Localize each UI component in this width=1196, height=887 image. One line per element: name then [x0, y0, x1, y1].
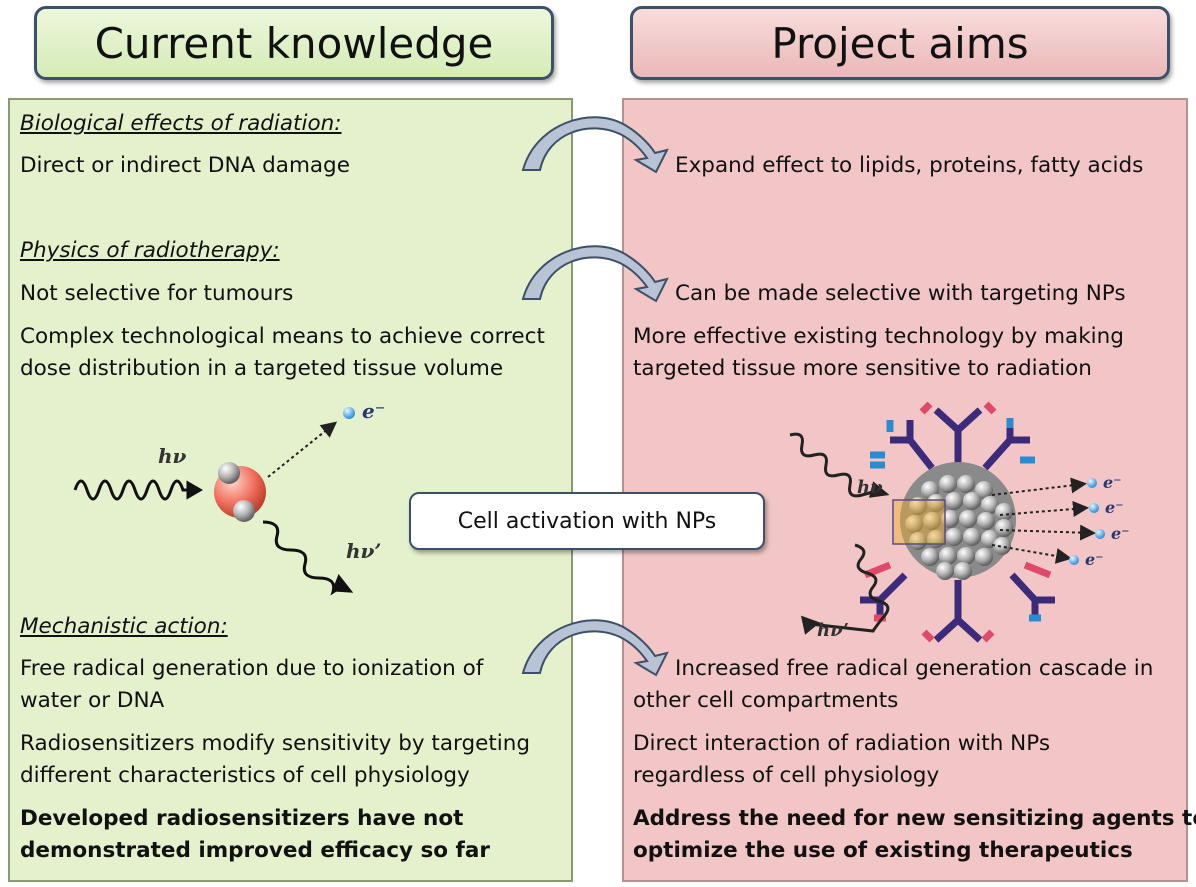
right-conclusion-b: optimize the use of existing therapeutic…: [633, 838, 1133, 863]
photon-label: hν: [158, 444, 187, 468]
electron-icon: [343, 407, 355, 419]
mech-text-2a: Radiosensitizers modify sensitivity by t…: [20, 731, 531, 756]
current-knowledge-panel: [8, 98, 573, 882]
aim-4a: Increased free radical generation cascad…: [675, 656, 1154, 681]
electron-label: e⁻: [1103, 473, 1122, 492]
mech-text-1b: water or DNA: [20, 688, 165, 713]
aim-3a: More effective existing technology by ma…: [633, 324, 1124, 349]
right-conclusion-a: Address the need for new sensitizing age…: [633, 806, 1196, 831]
electron-label: e⁻: [1105, 498, 1124, 517]
project-aims-header: Project aims: [630, 6, 1170, 80]
electron-label: e⁻: [362, 399, 385, 423]
scattered-photon-icon: [800, 543, 890, 635]
mech-text-2b: different characteristics of cell physio…: [20, 763, 470, 788]
emitted-electrons-icon: [991, 477, 1096, 564]
electron-path-icon: [267, 421, 338, 478]
incoming-photon-icon: [789, 432, 890, 498]
cell-activation-label-box: Cell activation with NPs: [409, 492, 765, 550]
np-scattered-photon-label: hν’: [817, 620, 849, 641]
curved-arrow-icon: [521, 619, 669, 677]
physics-text-2a: Complex technological means to achieve c…: [20, 324, 545, 349]
header-left-label: Current knowledge: [94, 18, 494, 68]
scattered-photon-label: hν’: [346, 539, 381, 563]
scattered-photon-icon: [262, 520, 354, 596]
left-conclusion-a: Developed radiosensitizers have not: [20, 806, 464, 831]
np-photon-label: hν: [857, 477, 883, 498]
aim-5a: Direct interaction of radiation with NPs: [633, 731, 1051, 756]
left-conclusion-b: demonstrated improved efficacy so far: [20, 838, 490, 863]
bio-heading: Biological effects of radiation:: [20, 111, 342, 136]
mech-text-1a: Free radical generation due to ionizatio…: [20, 656, 484, 681]
electron-label: e⁻: [1111, 524, 1130, 543]
physics-heading: Physics of radiotherapy:: [20, 238, 280, 263]
center-label: Cell activation with NPs: [457, 508, 717, 534]
header-right-label: Project aims: [771, 18, 1029, 68]
curved-arrow-icon: [521, 245, 669, 303]
project-aims-panel: [622, 98, 1188, 882]
antibody-icon: [860, 401, 1055, 643]
photon-wave-icon: [73, 479, 203, 501]
aim-3b: targeted tissue more sensitive to radiat…: [633, 356, 1092, 381]
aim-4b: other cell compartments: [633, 688, 899, 713]
current-knowledge-header: Current knowledge: [34, 6, 554, 80]
curved-arrow-icon: [521, 116, 669, 174]
physics-text-2b: dose distribution in a targeted tissue v…: [20, 356, 504, 381]
atom-icon: [214, 462, 266, 522]
nanoparticle-icon: [892, 462, 1016, 580]
aim-1: Expand effect to lipids, proteins, fatty…: [675, 153, 1144, 178]
aim-5b: regardless of cell physiology: [633, 763, 940, 788]
physics-text-1: Not selective for tumours: [20, 281, 294, 306]
mech-heading: Mechanistic action:: [20, 614, 228, 639]
bio-text: Direct or indirect DNA damage: [20, 153, 350, 178]
aim-2: Can be made selective with targeting NPs: [675, 281, 1126, 306]
electron-label: e⁻: [1085, 550, 1104, 569]
electron-icon: [1069, 478, 1105, 565]
